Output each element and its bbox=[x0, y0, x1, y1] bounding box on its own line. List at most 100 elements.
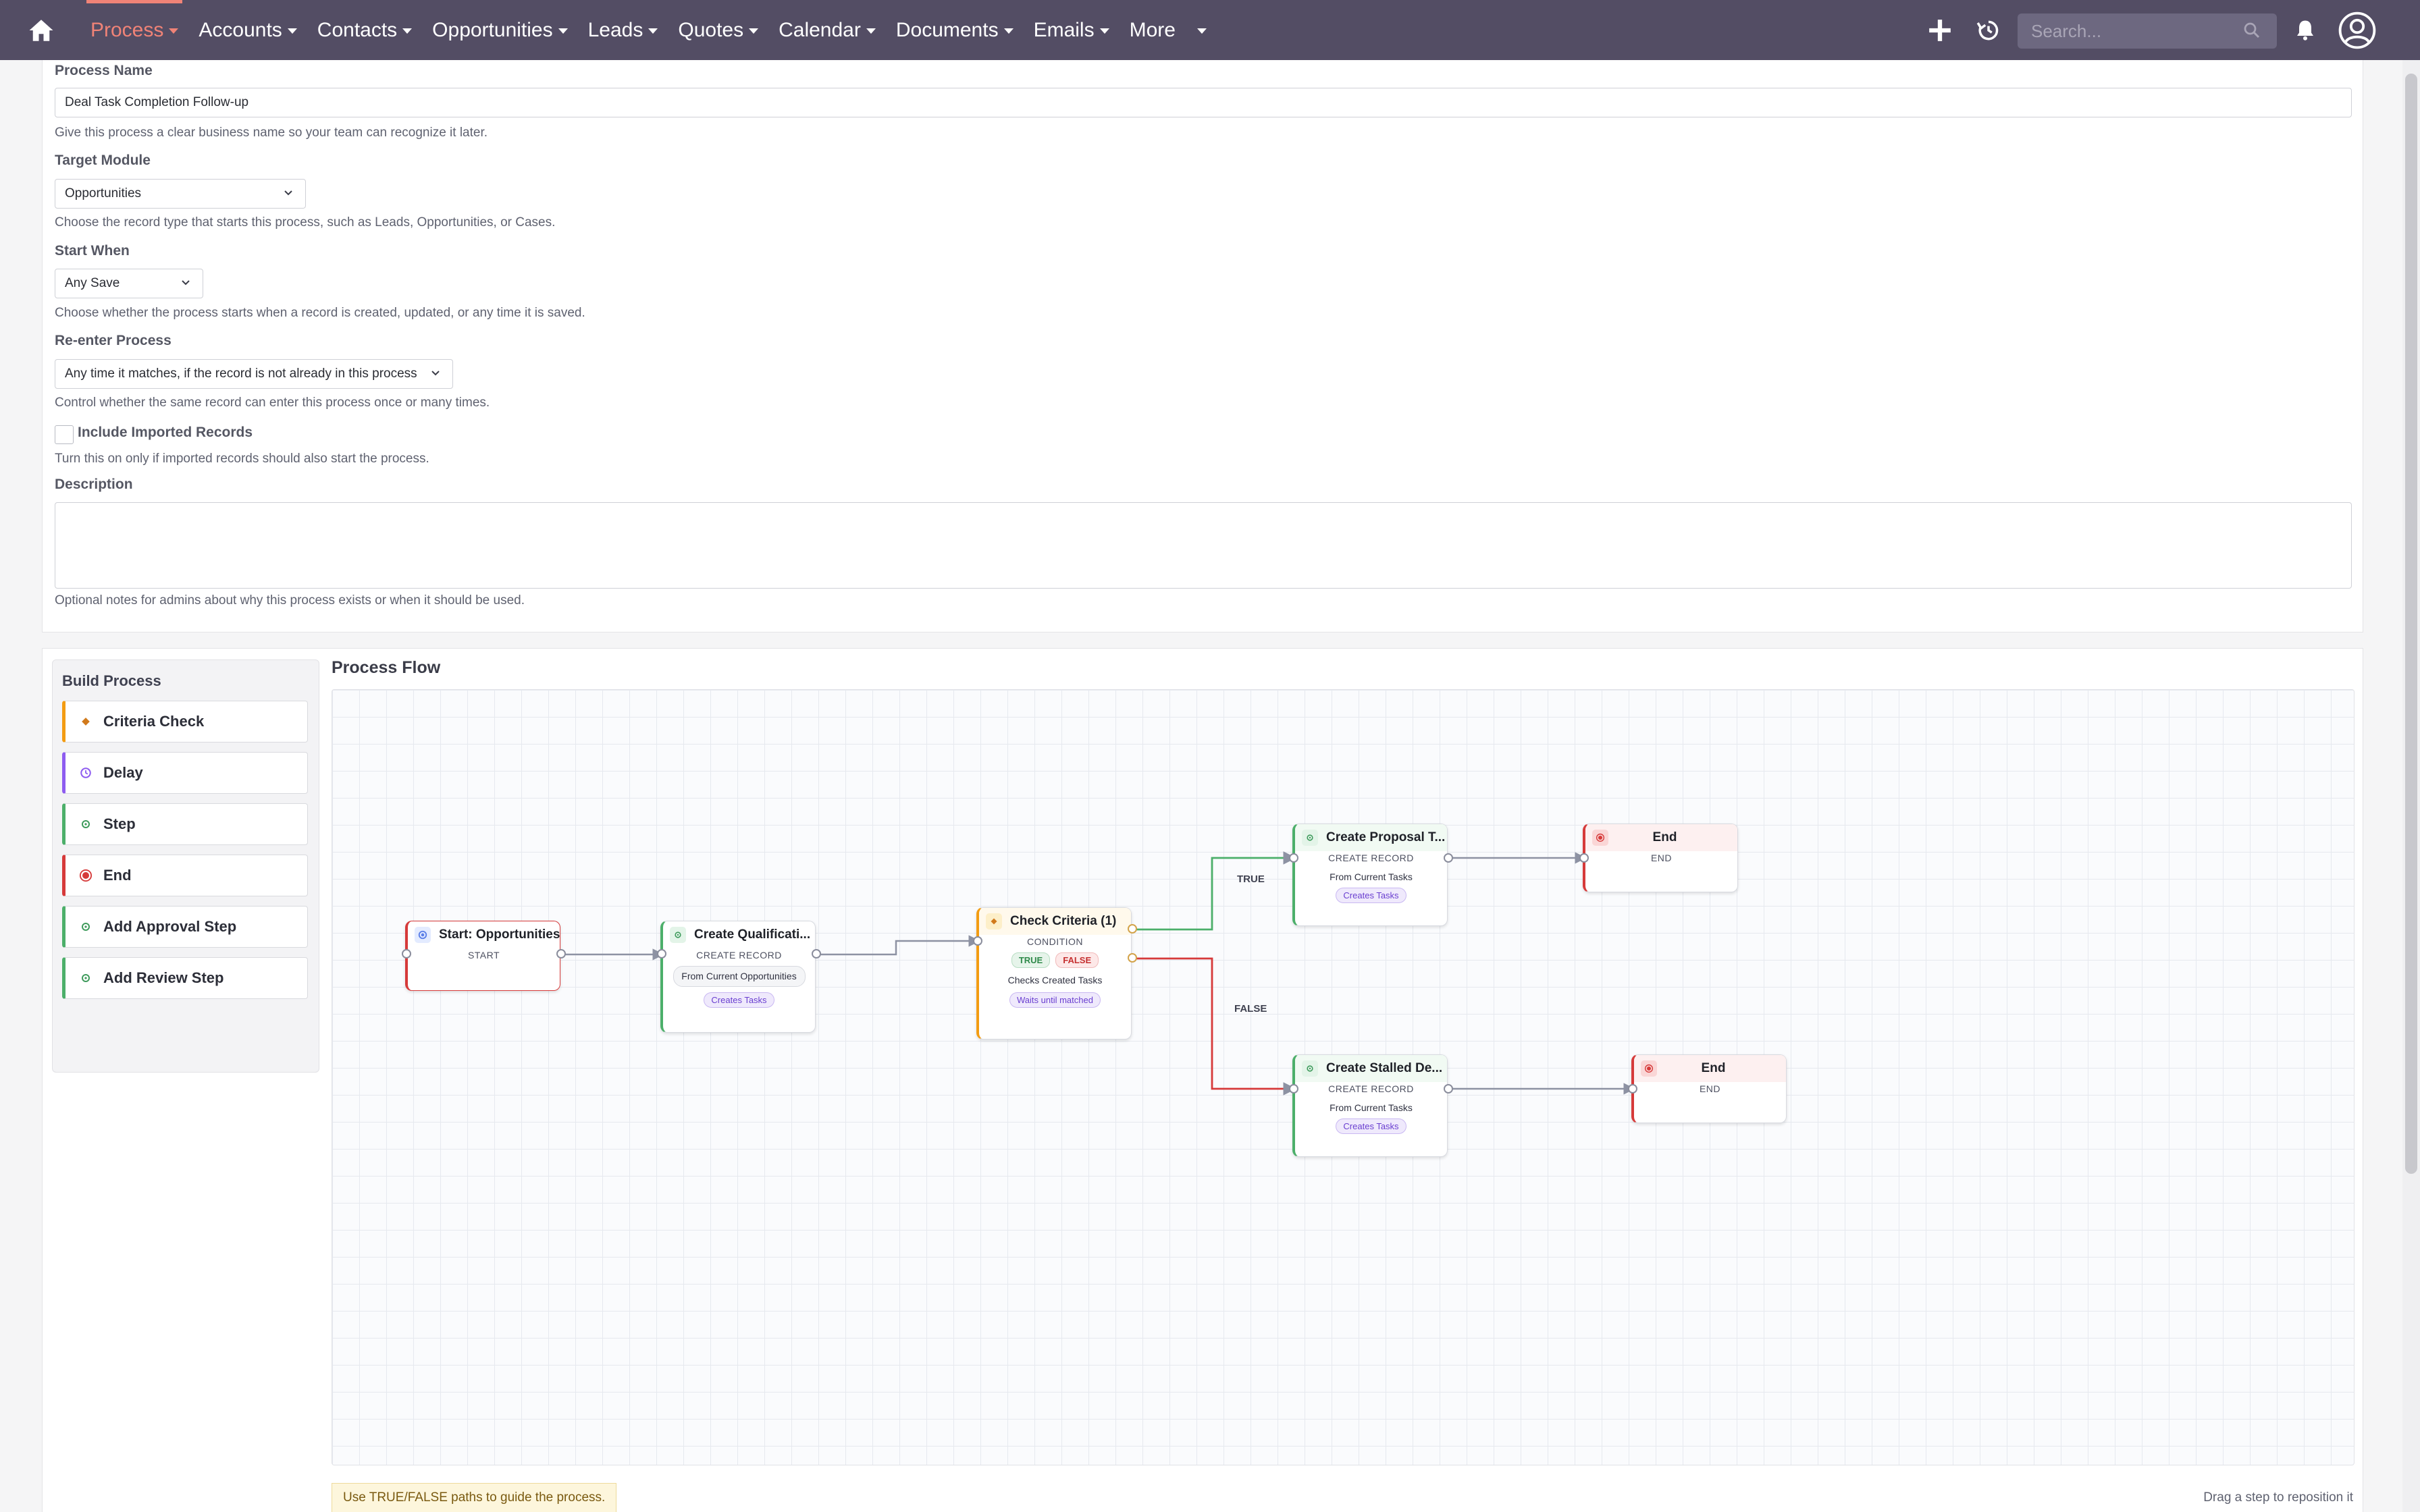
drag-hint-text: Drag a step to reposition it bbox=[2203, 1490, 2353, 1505]
history-icon[interactable] bbox=[1976, 18, 2001, 43]
node-input-port[interactable] bbox=[657, 949, 666, 959]
chevron-down-icon bbox=[284, 190, 292, 196]
node-input-port[interactable] bbox=[1289, 1084, 1298, 1094]
palette-item-add-review-step[interactable]: Add Review Step bbox=[62, 957, 308, 999]
nav-opportunities[interactable]: Opportunities bbox=[432, 0, 568, 60]
reenter-label: Re-enter Process bbox=[55, 333, 172, 348]
process-name-label: Process Name bbox=[55, 63, 153, 78]
chevron-down-icon bbox=[1099, 28, 1109, 34]
plus-icon[interactable] bbox=[1927, 18, 1953, 43]
edge-create-to-check bbox=[813, 935, 980, 956]
palette-item-add-approval-step[interactable]: Add Approval Step bbox=[62, 906, 308, 948]
gear-icon bbox=[1302, 1060, 1318, 1077]
start-icon bbox=[415, 927, 431, 943]
stop-icon bbox=[1592, 830, 1608, 846]
node-start[interactable]: Start: Opportunities START bbox=[402, 921, 566, 991]
nav-calendar[interactable]: Calendar bbox=[779, 0, 876, 60]
process-builder: Build Process Criteria Check Delay Step … bbox=[42, 648, 2363, 1512]
node-end-1[interactable]: End END bbox=[1579, 824, 1738, 892]
node-output-port[interactable] bbox=[812, 949, 821, 959]
node-create-proposal[interactable]: Create Proposal T... CREATE RECORD From … bbox=[1289, 824, 1453, 926]
search-input[interactable] bbox=[2018, 14, 2277, 49]
flow-connectors bbox=[558, 851, 1635, 1096]
gear-icon bbox=[79, 971, 93, 985]
gear-icon bbox=[79, 920, 93, 934]
chevron-down-icon bbox=[402, 28, 413, 34]
nav-accounts[interactable]: Accounts bbox=[199, 0, 297, 60]
description-textarea[interactable] bbox=[55, 502, 2352, 589]
true-badge: TRUE bbox=[1011, 952, 1051, 968]
target-module-label: Target Module bbox=[55, 153, 151, 168]
scrollbar-thumb[interactable] bbox=[2405, 74, 2417, 1174]
build-process-palette: Build Process Criteria Check Delay Step … bbox=[52, 659, 319, 1073]
node-input-port[interactable] bbox=[1289, 853, 1298, 863]
process-flow-canvas[interactable]: TRUE FALSE Start: Opportunities START Cr… bbox=[332, 689, 2355, 1465]
top-navigation-bar: Process Accounts Contacts Opportunities … bbox=[0, 0, 2420, 60]
stop-icon bbox=[79, 869, 93, 882]
reenter-select[interactable]: Any time it matches, if the record is no… bbox=[55, 359, 453, 389]
node-check-criteria[interactable]: Check Criteria (1) CONDITION TRUE FALSE … bbox=[973, 907, 1137, 1040]
start-when-help: Choose whether the process starts when a… bbox=[55, 306, 585, 320]
process-settings-form: Process Name Deal Task Completion Follow… bbox=[42, 60, 2363, 632]
false-output-port[interactable] bbox=[1128, 953, 1137, 963]
nav-contacts[interactable]: Contacts bbox=[317, 0, 413, 60]
chevron-down-icon bbox=[182, 280, 190, 286]
nav-leads[interactable]: Leads bbox=[588, 0, 658, 60]
flow-hint-banner: Use TRUE/FALSE paths to guide the proces… bbox=[332, 1483, 617, 1512]
target-module-help: Choose the record type that starts this … bbox=[55, 215, 556, 230]
node-create-qualification[interactable]: Create Qualificati... CREATE RECORD From… bbox=[657, 921, 821, 1033]
page-scrollbar[interactable] bbox=[2402, 60, 2420, 1512]
node-input-port[interactable] bbox=[1628, 1084, 1637, 1094]
edge-false-path bbox=[1129, 957, 1296, 1096]
description-help: Optional notes for admins about why this… bbox=[55, 593, 525, 608]
start-when-select[interactable]: Any Save bbox=[55, 269, 203, 298]
false-badge: FALSE bbox=[1055, 952, 1099, 968]
palette-item-delay[interactable]: Delay bbox=[62, 752, 308, 794]
chevron-down-icon bbox=[169, 28, 179, 34]
process-flow-title: Process Flow bbox=[332, 658, 441, 677]
chevron-down-icon bbox=[749, 28, 759, 34]
node-output-port[interactable] bbox=[1444, 1084, 1453, 1094]
nav-quotes[interactable]: Quotes bbox=[678, 0, 759, 60]
module-menu: Process Accounts Contacts Opportunities … bbox=[86, 0, 1227, 60]
gear-icon bbox=[670, 927, 686, 943]
palette-title: Build Process bbox=[62, 672, 161, 689]
node-input-port[interactable] bbox=[973, 936, 982, 946]
node-create-stalled[interactable]: Create Stalled De... CREATE RECORD From … bbox=[1289, 1054, 1453, 1157]
target-module-select[interactable]: Opportunities bbox=[55, 179, 306, 209]
process-name-help: Give this process a clear business name … bbox=[55, 126, 488, 140]
stop-icon bbox=[1641, 1060, 1657, 1077]
clock-icon bbox=[79, 766, 93, 780]
description-label: Description bbox=[55, 477, 133, 492]
home-icon[interactable] bbox=[27, 16, 55, 45]
include-imported-checkbox[interactable] bbox=[55, 425, 74, 444]
chevron-down-icon bbox=[431, 371, 440, 376]
diamond-icon bbox=[79, 715, 93, 728]
edge-true-path bbox=[1129, 851, 1296, 931]
gear-icon bbox=[1302, 830, 1318, 846]
chevron-down-icon bbox=[558, 28, 568, 34]
palette-item-step[interactable]: Step bbox=[62, 803, 308, 845]
node-input-port[interactable] bbox=[1579, 853, 1589, 863]
node-end-2[interactable]: End END bbox=[1628, 1054, 1787, 1123]
palette-item-criteria-check[interactable]: Criteria Check bbox=[62, 701, 308, 742]
include-imported-help: Turn this on only if imported records sh… bbox=[55, 452, 429, 466]
node-input-port[interactable] bbox=[402, 949, 411, 959]
bell-icon[interactable] bbox=[2293, 18, 2317, 42]
true-output-port[interactable] bbox=[1128, 924, 1137, 934]
chevron-down-icon bbox=[287, 28, 297, 34]
chevron-down-icon bbox=[1196, 28, 1207, 34]
process-name-input[interactable]: Deal Task Completion Follow-up bbox=[55, 88, 2352, 117]
search-icon[interactable] bbox=[2242, 20, 2262, 40]
node-output-port[interactable] bbox=[556, 949, 566, 959]
nav-documents[interactable]: Documents bbox=[896, 0, 1014, 60]
user-avatar-icon[interactable] bbox=[2338, 11, 2377, 50]
nav-process[interactable]: Process bbox=[86, 0, 183, 60]
palette-item-end[interactable]: End bbox=[62, 855, 308, 896]
nav-more[interactable]: More bbox=[1130, 0, 1207, 60]
node-output-port[interactable] bbox=[1444, 853, 1453, 863]
nav-emails[interactable]: Emails bbox=[1034, 0, 1109, 60]
edge-label-true: TRUE bbox=[1237, 873, 1265, 885]
gear-icon bbox=[79, 817, 93, 831]
chevron-down-icon bbox=[866, 28, 876, 34]
